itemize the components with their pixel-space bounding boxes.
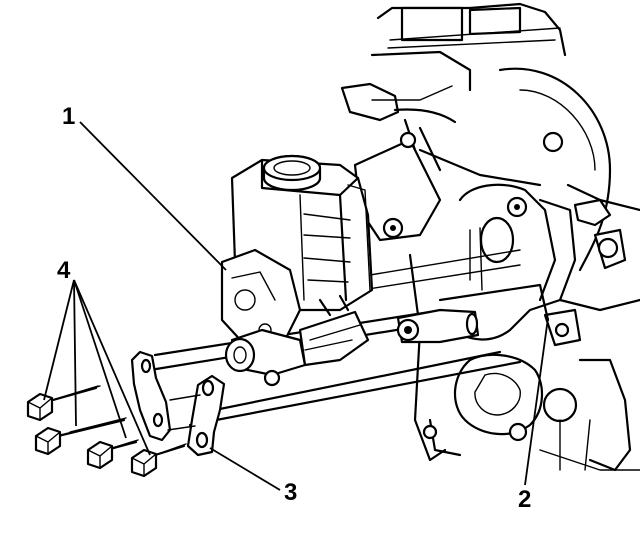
callout-2: 2 <box>518 486 531 513</box>
callout-3: 3 <box>284 479 297 506</box>
bolt-icon <box>86 439 139 470</box>
engine-block <box>340 2 640 472</box>
power-steering-pump <box>220 154 374 387</box>
mounting-spacer <box>396 283 550 344</box>
bolt-group <box>26 385 187 478</box>
bolt-icon <box>34 417 127 456</box>
callout-4: 4 <box>57 257 71 284</box>
mounting-brackets <box>130 350 226 457</box>
bolt-icon <box>26 385 101 422</box>
callout-1: 1 <box>62 103 75 130</box>
leader-lines <box>43 121 549 491</box>
bolt-icon <box>130 443 187 478</box>
